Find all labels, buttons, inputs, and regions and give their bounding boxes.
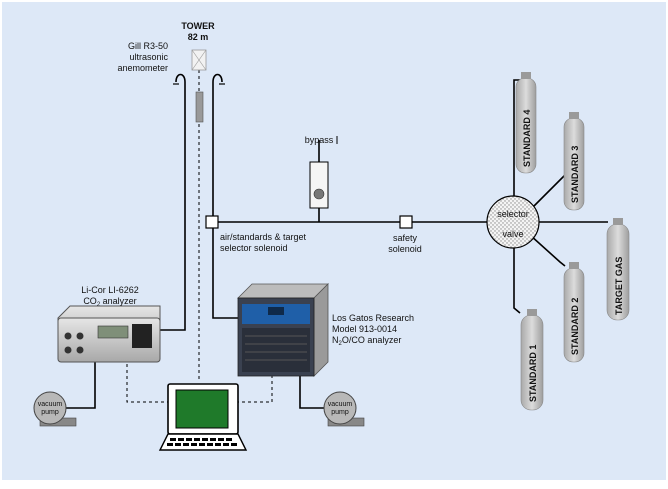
bypass-flowmeter xyxy=(309,161,329,209)
bypass-float xyxy=(313,188,325,200)
svg-text:STANDARD 3: STANDARD 3 xyxy=(570,146,580,203)
svg-text:ultrasonic: ultrasonic xyxy=(129,52,168,62)
svg-text:selector solenoid: selector solenoid xyxy=(220,243,288,253)
svg-text:N2O/CO analyzer: N2O/CO analyzer xyxy=(332,335,401,347)
computer-keyboard xyxy=(158,433,248,451)
svg-text:valve: valve xyxy=(502,229,523,239)
selector-valve xyxy=(486,195,540,249)
svg-text:Los Gatos Research: Los Gatos Research xyxy=(332,313,414,323)
inlet-hook-left-icon xyxy=(175,73,186,83)
bypass-label: bypass xyxy=(305,135,334,145)
licor-label: Li-Cor LI-6262 CO2 analyzer xyxy=(81,285,139,308)
losgatos-label: Los Gatos Research Model 913-0014 N2O/CO… xyxy=(332,313,414,347)
svg-text:STANDARD 1: STANDARD 1 xyxy=(528,345,538,402)
anemometer-label: Gill R3-50 ultrasonic anemometer xyxy=(117,41,168,73)
data-cables xyxy=(126,358,273,403)
svg-text:pump: pump xyxy=(41,409,59,416)
computer-screen xyxy=(175,389,229,429)
licor-analyzer xyxy=(57,305,161,363)
licor-keypad xyxy=(132,324,152,348)
svg-text:safety: safety xyxy=(393,233,418,243)
svg-text:Model 913-0014: Model 913-0014 xyxy=(332,324,397,334)
svg-text:vacuum: vacuum xyxy=(328,401,353,408)
svg-text:CO2 analyzer: CO2 analyzer xyxy=(83,296,136,308)
cylinder-standard-4: STANDARD 4 xyxy=(515,72,537,174)
svg-text:STANDARD 2: STANDARD 2 xyxy=(570,298,580,355)
tower-title: TOWER xyxy=(181,21,215,31)
inlet-hook-right-icon xyxy=(212,73,223,83)
svg-text:STANDARD 4: STANDARD 4 xyxy=(522,110,532,167)
svg-text:air/standards & target: air/standards & target xyxy=(220,232,307,242)
svg-text:pump: pump xyxy=(331,409,349,416)
cylinder-standard-2: STANDARD 2 xyxy=(563,262,585,363)
cylinder-standard-3: STANDARD 3 xyxy=(563,112,585,211)
licor-display xyxy=(97,325,129,339)
vacuum-pump-left: vacuum pump xyxy=(33,391,77,427)
selector-solenoid xyxy=(205,215,219,229)
svg-text:selector: selector xyxy=(497,209,529,219)
safety-solenoid xyxy=(399,215,413,229)
svg-text:Li-Cor LI-6262: Li-Cor LI-6262 xyxy=(81,285,139,295)
tubing xyxy=(65,79,608,409)
losgatos-analyzer xyxy=(237,283,329,377)
tower-sampling-unit xyxy=(195,91,204,123)
svg-text:solenoid: solenoid xyxy=(388,244,422,254)
svg-text:anemometer: anemometer xyxy=(117,63,168,73)
cylinder-standard-1: STANDARD 1 xyxy=(520,309,544,411)
svg-text:TARGET GAS: TARGET GAS xyxy=(614,257,624,315)
tower: TOWER 82 m xyxy=(173,21,225,123)
cylinder-target-gas: TARGET GAS xyxy=(606,218,630,321)
tower-height: 82 m xyxy=(188,32,209,42)
svg-text:Gill R3-50: Gill R3-50 xyxy=(128,41,168,51)
computer xyxy=(158,383,248,451)
svg-text:vacuum: vacuum xyxy=(38,401,63,408)
vacuum-pump-right: vacuum pump xyxy=(323,391,365,427)
